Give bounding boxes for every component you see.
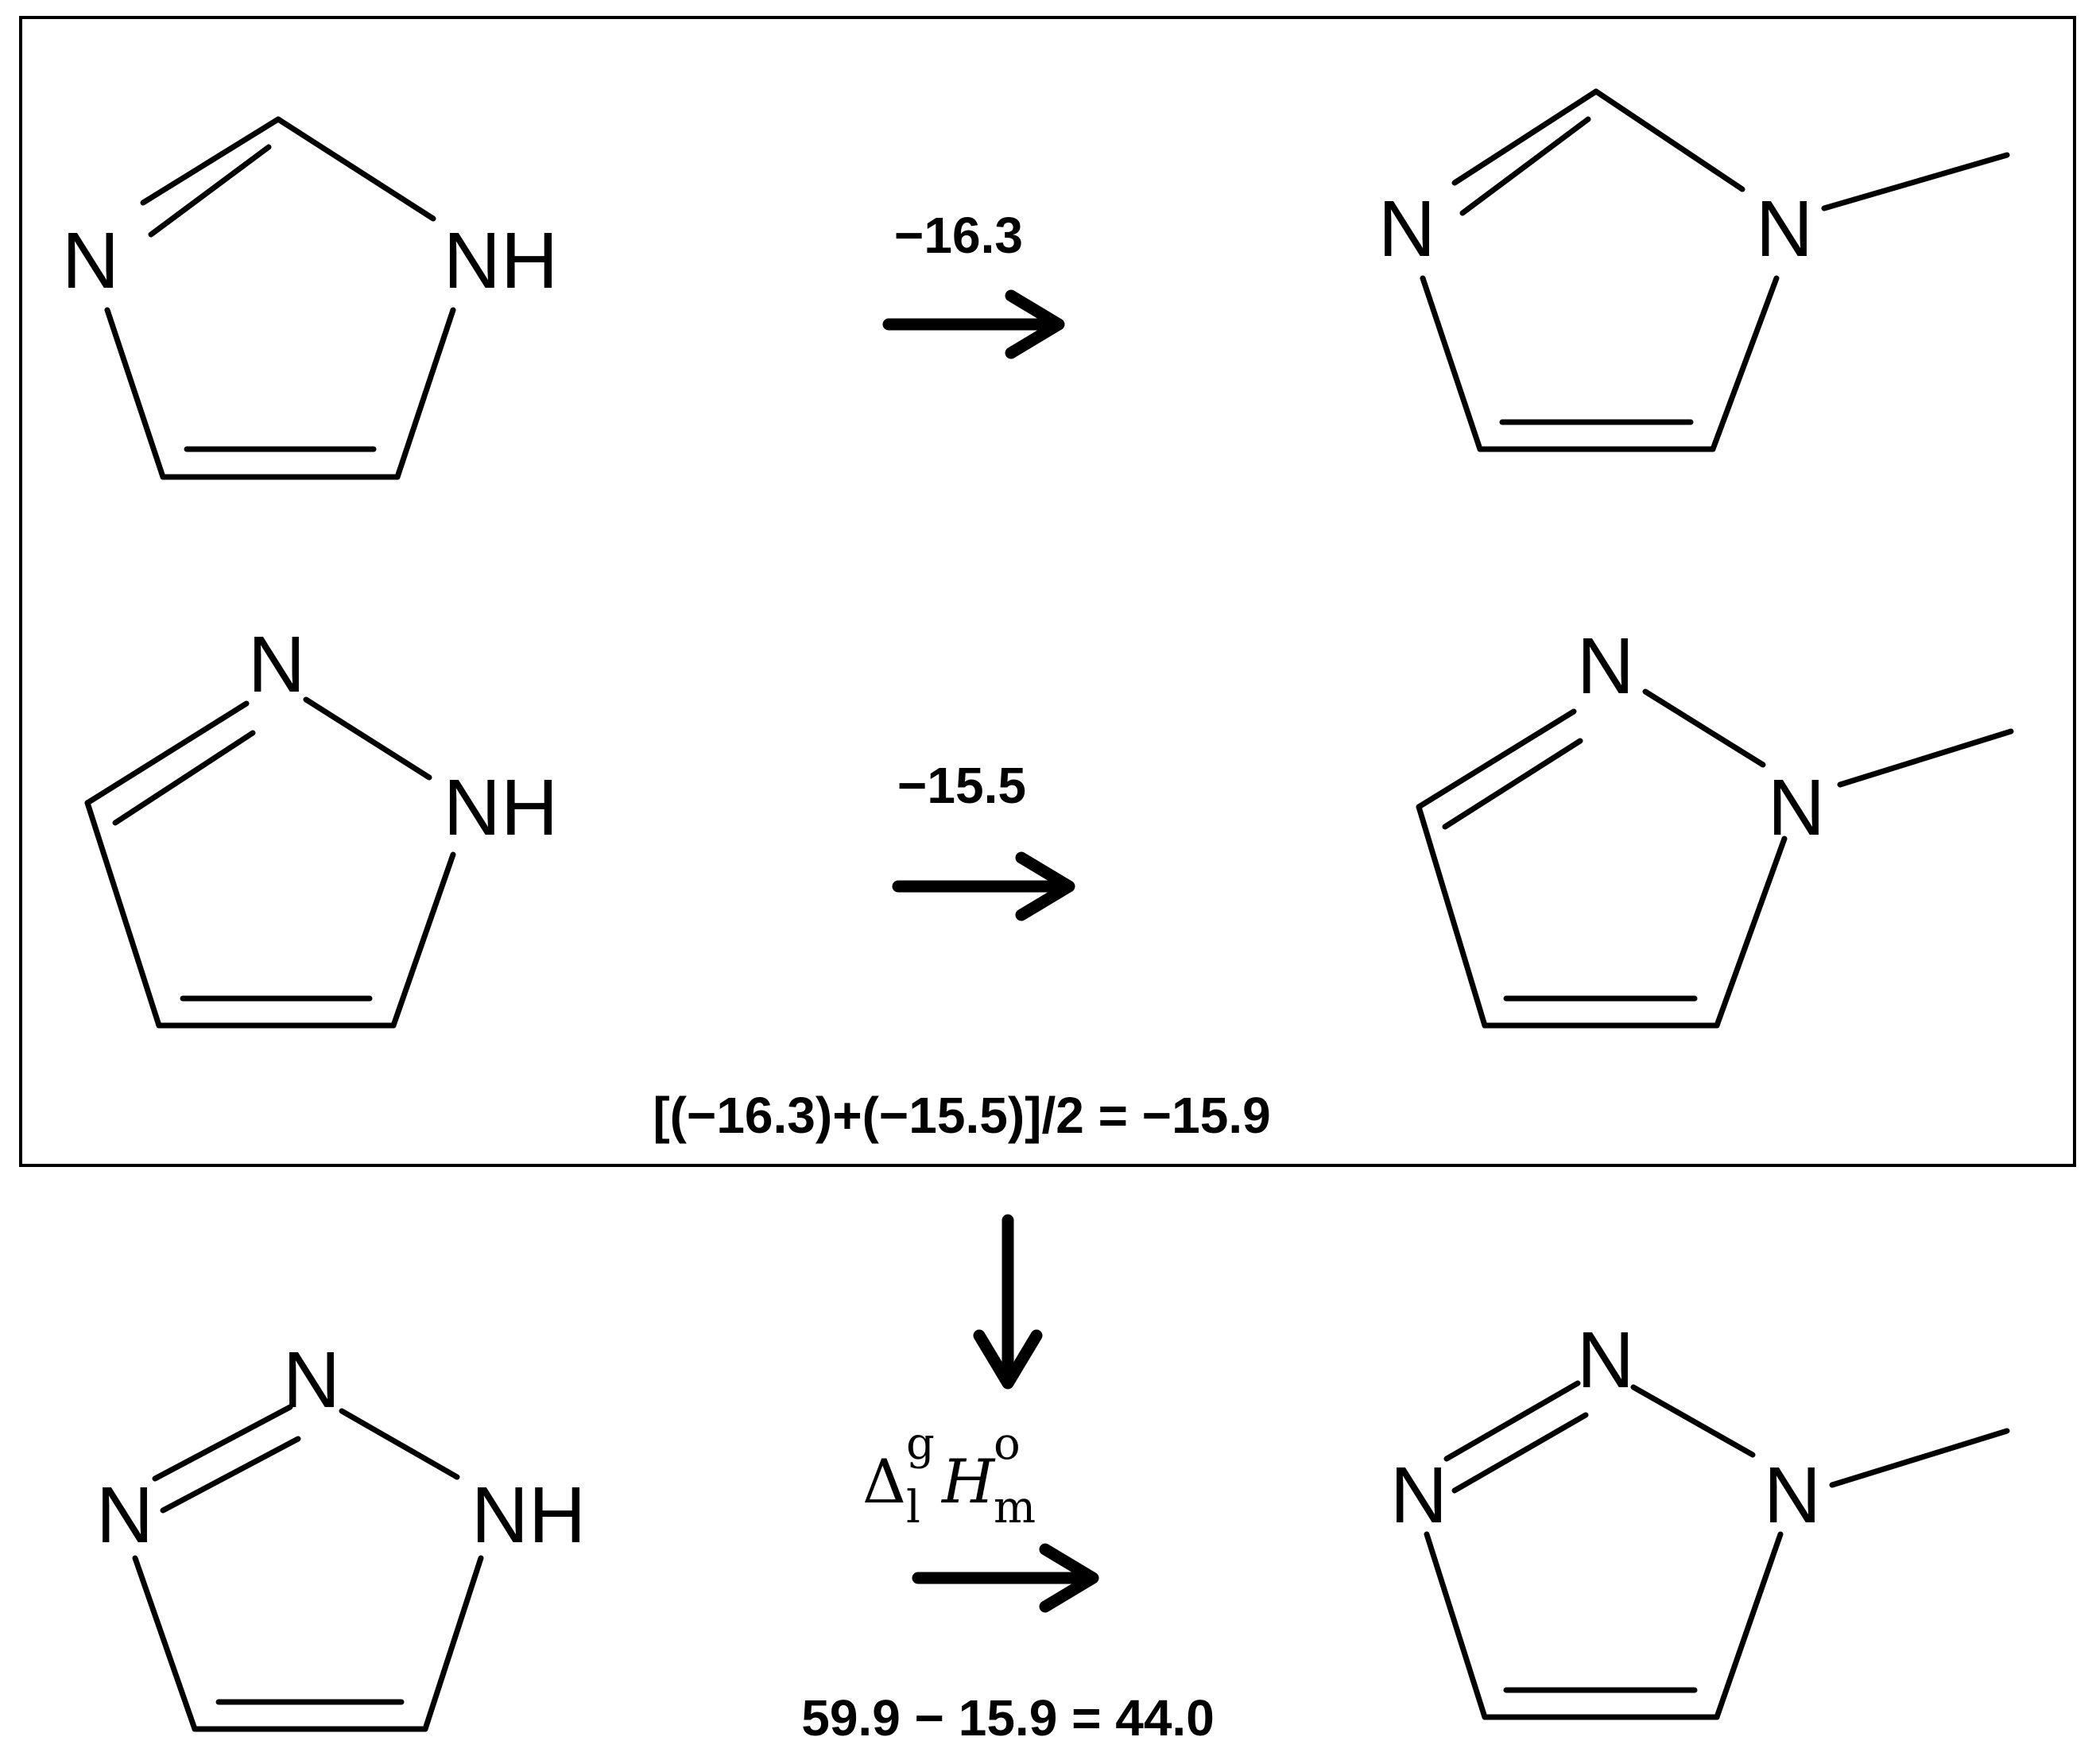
1-methyltriazole-n1-label: N: [1764, 1451, 1821, 1540]
reaction-arrow-3: [912, 1543, 1099, 1613]
vertical-arrow: [973, 1214, 1043, 1390]
triazole-n2-label: N: [283, 1336, 340, 1425]
triazole-structure: N N NH: [96, 1336, 586, 1732]
1-methylimidazole-n3-label: N: [1378, 184, 1435, 273]
delta-symbol: Δ: [862, 1446, 906, 1517]
1-methylpyrazole-n1-label: N: [1768, 763, 1825, 852]
pyrazole-n2-label: N: [248, 620, 305, 709]
pyrazole-nh-label: NH: [444, 763, 558, 852]
enthalpy-superscript: o: [994, 1418, 1021, 1470]
reaction-arrow-2: [892, 851, 1075, 921]
imidazole-nh-label: NH: [444, 216, 558, 305]
delta-subscript: l: [906, 1482, 920, 1533]
1-methylpyrazole-structure: N N: [1416, 622, 2014, 1029]
delta-superscript: g: [906, 1418, 935, 1470]
enthalpy-h-symbol: H: [940, 1446, 996, 1517]
1-methyltriazole-n2-label: N: [1577, 1316, 1634, 1405]
enthalpy-subscript: m: [994, 1482, 1036, 1533]
imidazole-methylation-value: −16.3: [894, 207, 1023, 264]
triazole-n3-label: N: [96, 1471, 153, 1560]
pyrazole-methylation-value: −15.5: [897, 757, 1026, 814]
imidazole-structure: N NH: [62, 116, 558, 480]
average-expression: [(−16.3)+(−15.5)]/2 = −15.9: [653, 1087, 1270, 1144]
triazole-nh-label: NH: [471, 1471, 586, 1560]
1-methyltriazole-n3-label: N: [1390, 1451, 1447, 1540]
1-methyltriazole-structure: N N N: [1390, 1316, 2010, 1720]
1-methylimidazole-n1-label: N: [1756, 184, 1813, 273]
1-methylpyrazole-n2-label: N: [1577, 622, 1634, 711]
1-methylimidazole-structure: N N: [1378, 88, 2010, 452]
triazole-vaporization-result: 59.9 − 15.9 = 44.0: [801, 1689, 1215, 1747]
pyrazole-structure: N NH: [84, 620, 558, 1029]
frame-box: [19, 16, 2076, 1167]
enthalpy-of-vaporization-symbol: Δ l g H o m: [862, 1418, 1036, 1533]
imidazole-n3-label: N: [62, 216, 119, 305]
reaction-arrow-1: [882, 289, 1065, 359]
